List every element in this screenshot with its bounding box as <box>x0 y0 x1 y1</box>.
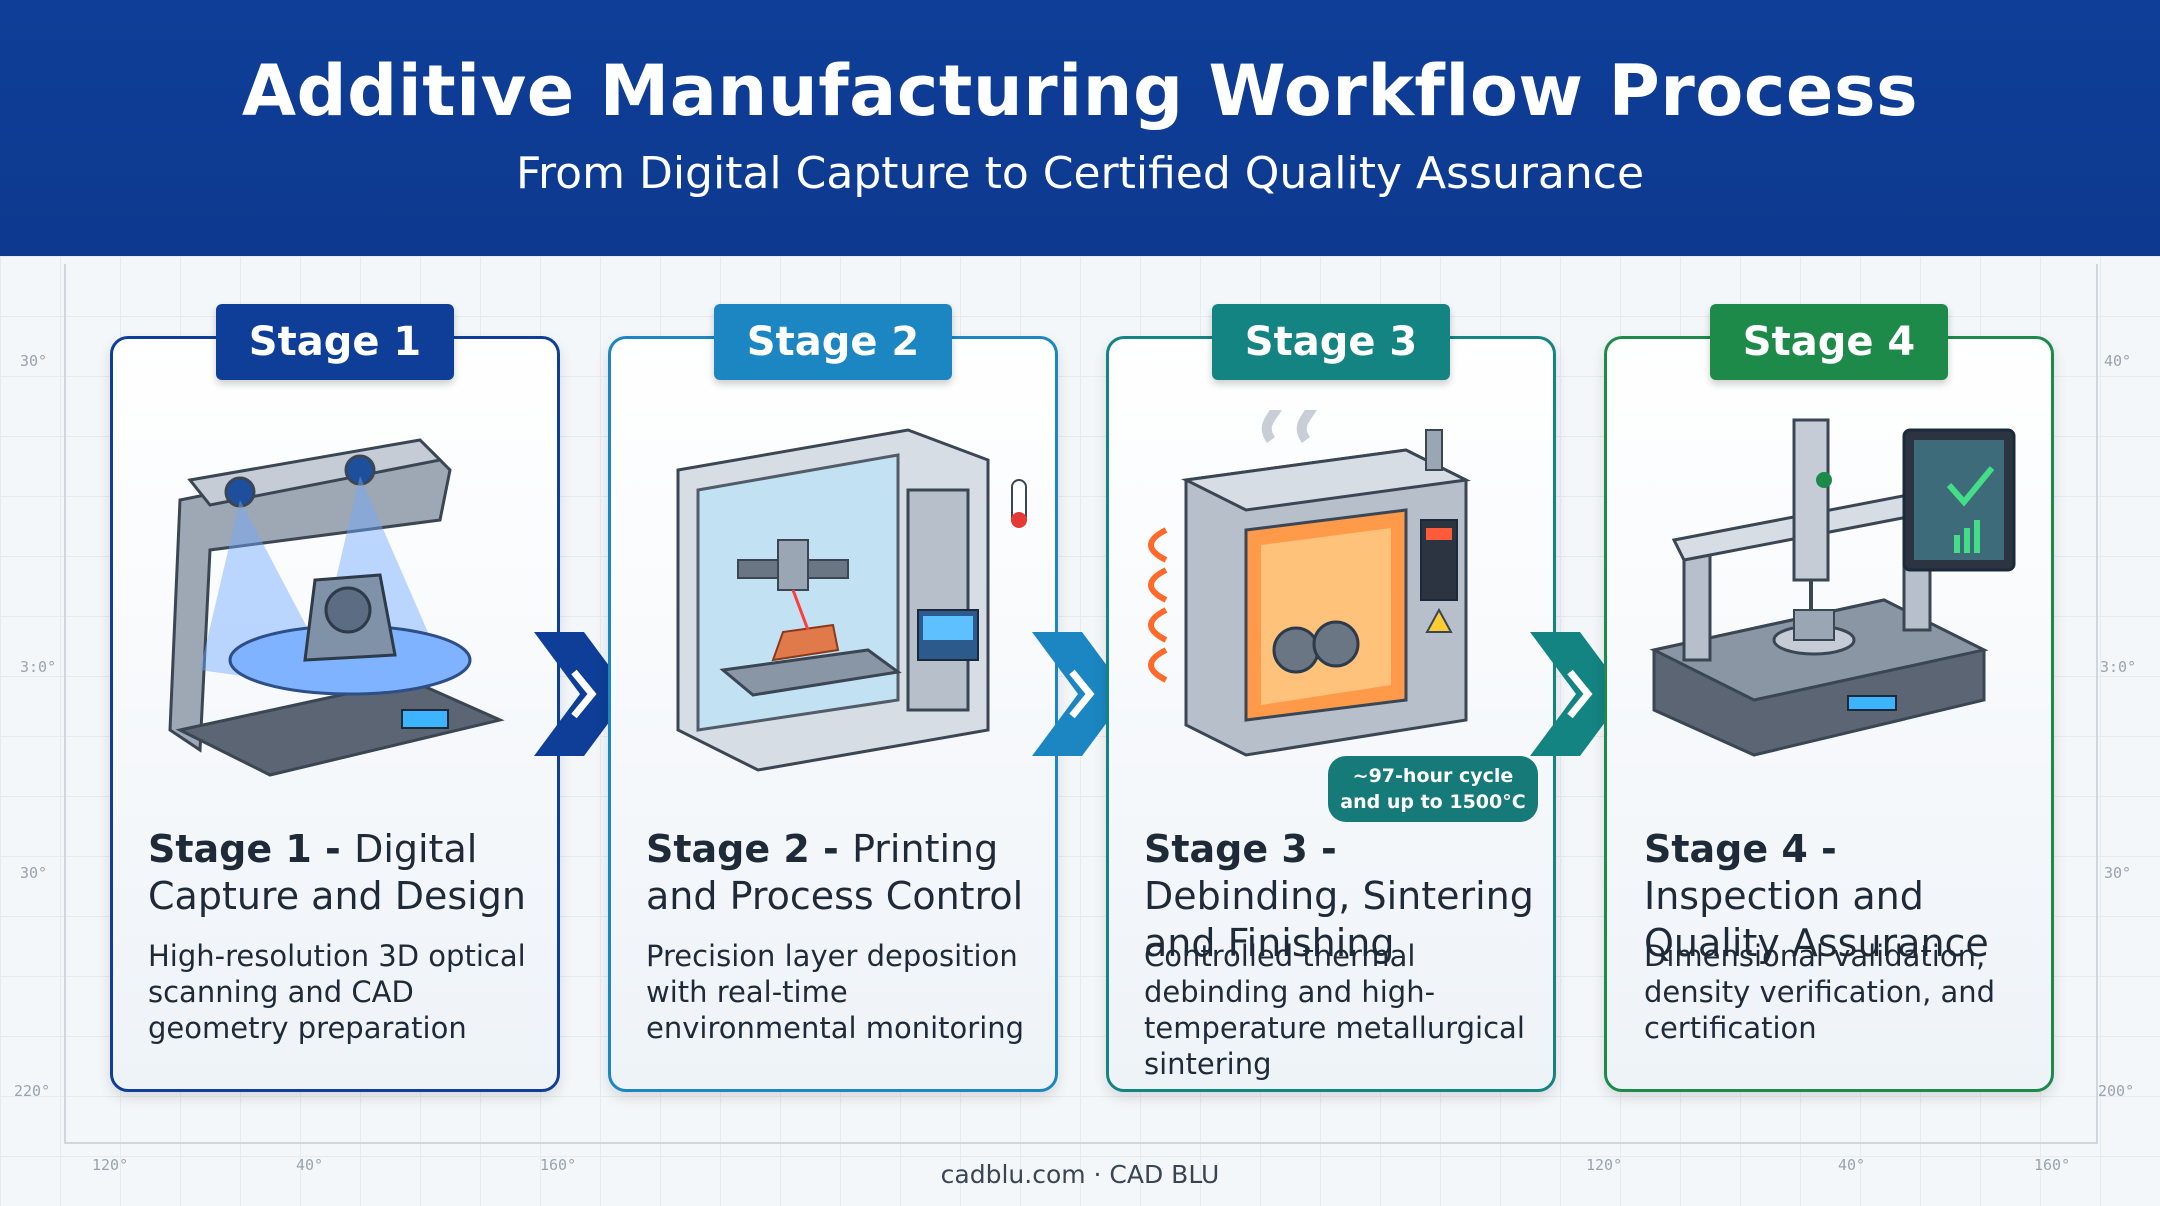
tick-bottom-3: 160° <box>540 1156 577 1174</box>
callout-line-2: and up to 1500°C <box>1340 791 1526 813</box>
tick-left-3: 30° <box>20 864 48 882</box>
tick-bottom-1: 120° <box>92 1156 129 1174</box>
callout-line-1: ~97-hour cycle <box>1352 765 1514 787</box>
sintering-furnace-icon <box>1148 410 1472 757</box>
tick-left-4: 220° <box>14 1082 51 1100</box>
chevron-right-icon <box>1032 632 1128 756</box>
tick-bottom-2: 40° <box>296 1156 324 1174</box>
stage-badge-4: Stage 4 <box>1710 304 1948 380</box>
cycle-callout-badge: ~97-hour cycle and up to 1500°C <box>1328 756 1538 822</box>
tick-right-4: 200° <box>2098 1082 2135 1100</box>
page-title: Additive Manufacturing Workflow Process <box>241 50 1919 132</box>
footer-credit: cadblu.com · CAD BLU <box>940 1160 1220 1189</box>
stage-badge-1: Stage 1 <box>216 304 454 380</box>
tick-left-1: 30° <box>20 352 48 370</box>
stage-description-2: Precision layer deposition with real-tim… <box>646 939 1025 1045</box>
stage-title-4: Stage 4 - Inspection and Quality Assuran… <box>1644 827 1989 965</box>
cmm-inspection-icon <box>1649 418 2016 757</box>
tick-right-3: 30° <box>2104 864 2132 882</box>
tick-bottom-6: 160° <box>2034 1156 2071 1174</box>
stage-description-4: Dimensional validation, density verifica… <box>1644 939 1996 1045</box>
stage-badge-3: Stage 3 <box>1212 304 1450 380</box>
stage-title-3: Stage 3 - Debinding, Sintering and Finis… <box>1144 827 1534 965</box>
measurement-frame <box>64 264 2098 1144</box>
tick-right-1: 40° <box>2104 352 2132 370</box>
header-banner: Additive Manufacturing Workflow Process … <box>0 0 2160 256</box>
tick-right-2: 3:0° <box>2100 658 2137 676</box>
stage-badge-2: Stage 2 <box>714 304 952 380</box>
tick-bottom-5: 40° <box>1838 1156 1866 1174</box>
page-subtitle: From Digital Capture to Certified Qualit… <box>515 148 1645 199</box>
3d-printer-icon <box>676 428 1027 772</box>
3d-scanner-icon <box>168 438 505 777</box>
tick-left-2: 3:0° <box>20 658 57 676</box>
tick-bottom-4: 120° <box>1586 1156 1623 1174</box>
stage-description-3: Controlled thermal debinding and high-te… <box>1144 939 1525 1081</box>
chevron-right-icon <box>534 632 630 756</box>
stage-title-2: Stage 2 - Printing and Process Control <box>646 827 1024 918</box>
chevron-right-icon <box>1530 632 1626 756</box>
stage-description-1: High-resolution 3D optical scanning and … <box>148 939 526 1045</box>
stage-title-1: Stage 1 - Digital Capture and Design <box>148 827 526 918</box>
